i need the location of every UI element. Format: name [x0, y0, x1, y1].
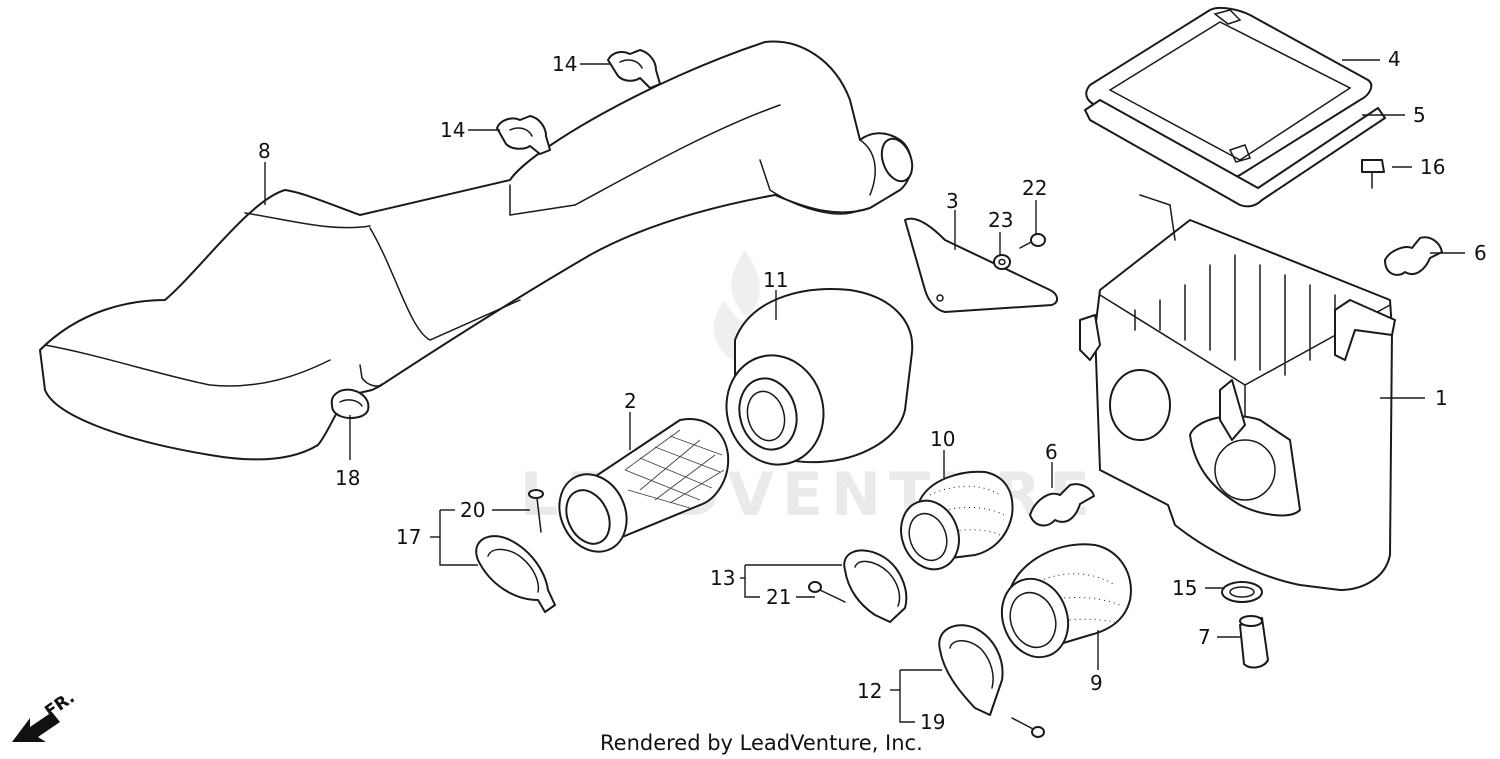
- callout-10: 10: [930, 427, 955, 451]
- render-credit: Rendered by LeadVenture, Inc.: [600, 731, 923, 755]
- band-clamp-part-17: [475, 535, 556, 613]
- callout-7: 7: [1198, 625, 1211, 649]
- callout-14-lower: 14: [440, 118, 465, 142]
- callout-15: 15: [1172, 576, 1197, 600]
- callout-3: 3: [946, 189, 959, 213]
- callout-13: 13: [710, 566, 735, 590]
- air-filter-element-part-11: [725, 288, 914, 466]
- clip-part-6-upper: [1384, 236, 1443, 276]
- hose-clip-part-15: [1221, 581, 1263, 603]
- callout-9: 9: [1090, 671, 1103, 695]
- connecting-tube-part-10: [900, 470, 1014, 571]
- connecting-tube-part-9: [1000, 543, 1132, 659]
- band-clamp-part-13: [843, 549, 908, 623]
- callout-6-upper: 6: [1474, 241, 1487, 265]
- washer-part-23: [993, 254, 1011, 270]
- callout-19: 19: [920, 710, 945, 734]
- callout-17: 17: [396, 525, 421, 549]
- clip-part-6-lower: [1029, 483, 1095, 527]
- callout-23: 23: [988, 208, 1013, 232]
- callout-14-upper: 14: [552, 52, 577, 76]
- drain-tube-part-7: [1239, 615, 1269, 669]
- tubular-filter-part-2: [558, 418, 730, 553]
- air-intake-duct: [39, 40, 914, 461]
- hose-clip-part-14-upper: [607, 49, 661, 89]
- callout-20: 20: [460, 498, 485, 522]
- callout-12: 12: [857, 679, 882, 703]
- callout-2: 2: [624, 389, 637, 413]
- leader-lines: [264, 59, 1465, 723]
- callout-5: 5: [1413, 103, 1426, 127]
- gasket-part-5: [1084, 99, 1386, 208]
- screw-part-21: [808, 581, 846, 603]
- callout-16: 16: [1420, 155, 1445, 179]
- front-arrow-icon: [12, 712, 60, 742]
- callout-11: 11: [763, 268, 788, 292]
- air-cleaner-case-part-1: [1079, 194, 1396, 591]
- callout-6-lower: 6: [1045, 440, 1058, 464]
- hose-clip-part-14-lower: [496, 115, 551, 155]
- screw-part-19: [1011, 717, 1045, 738]
- bolt-part-16: [1361, 159, 1385, 189]
- callout-labels: 1 2 3 4 5 6 6 7 8 9 10 11 12 13 14 14 15…: [258, 47, 1487, 734]
- callout-8: 8: [258, 139, 271, 163]
- callout-1: 1: [1435, 386, 1448, 410]
- callout-4: 4: [1388, 47, 1401, 71]
- bracket-part-3: [904, 217, 1058, 313]
- screw-part-20: [528, 489, 544, 533]
- bolt-part-22: [1019, 233, 1046, 249]
- band-clamp-part-12: [938, 624, 1004, 716]
- callout-22: 22: [1022, 176, 1047, 200]
- front-direction-arrow: FR.: [12, 688, 79, 742]
- callout-21: 21: [766, 585, 791, 609]
- callout-18: 18: [335, 466, 360, 490]
- grommet-part-18: [330, 388, 370, 419]
